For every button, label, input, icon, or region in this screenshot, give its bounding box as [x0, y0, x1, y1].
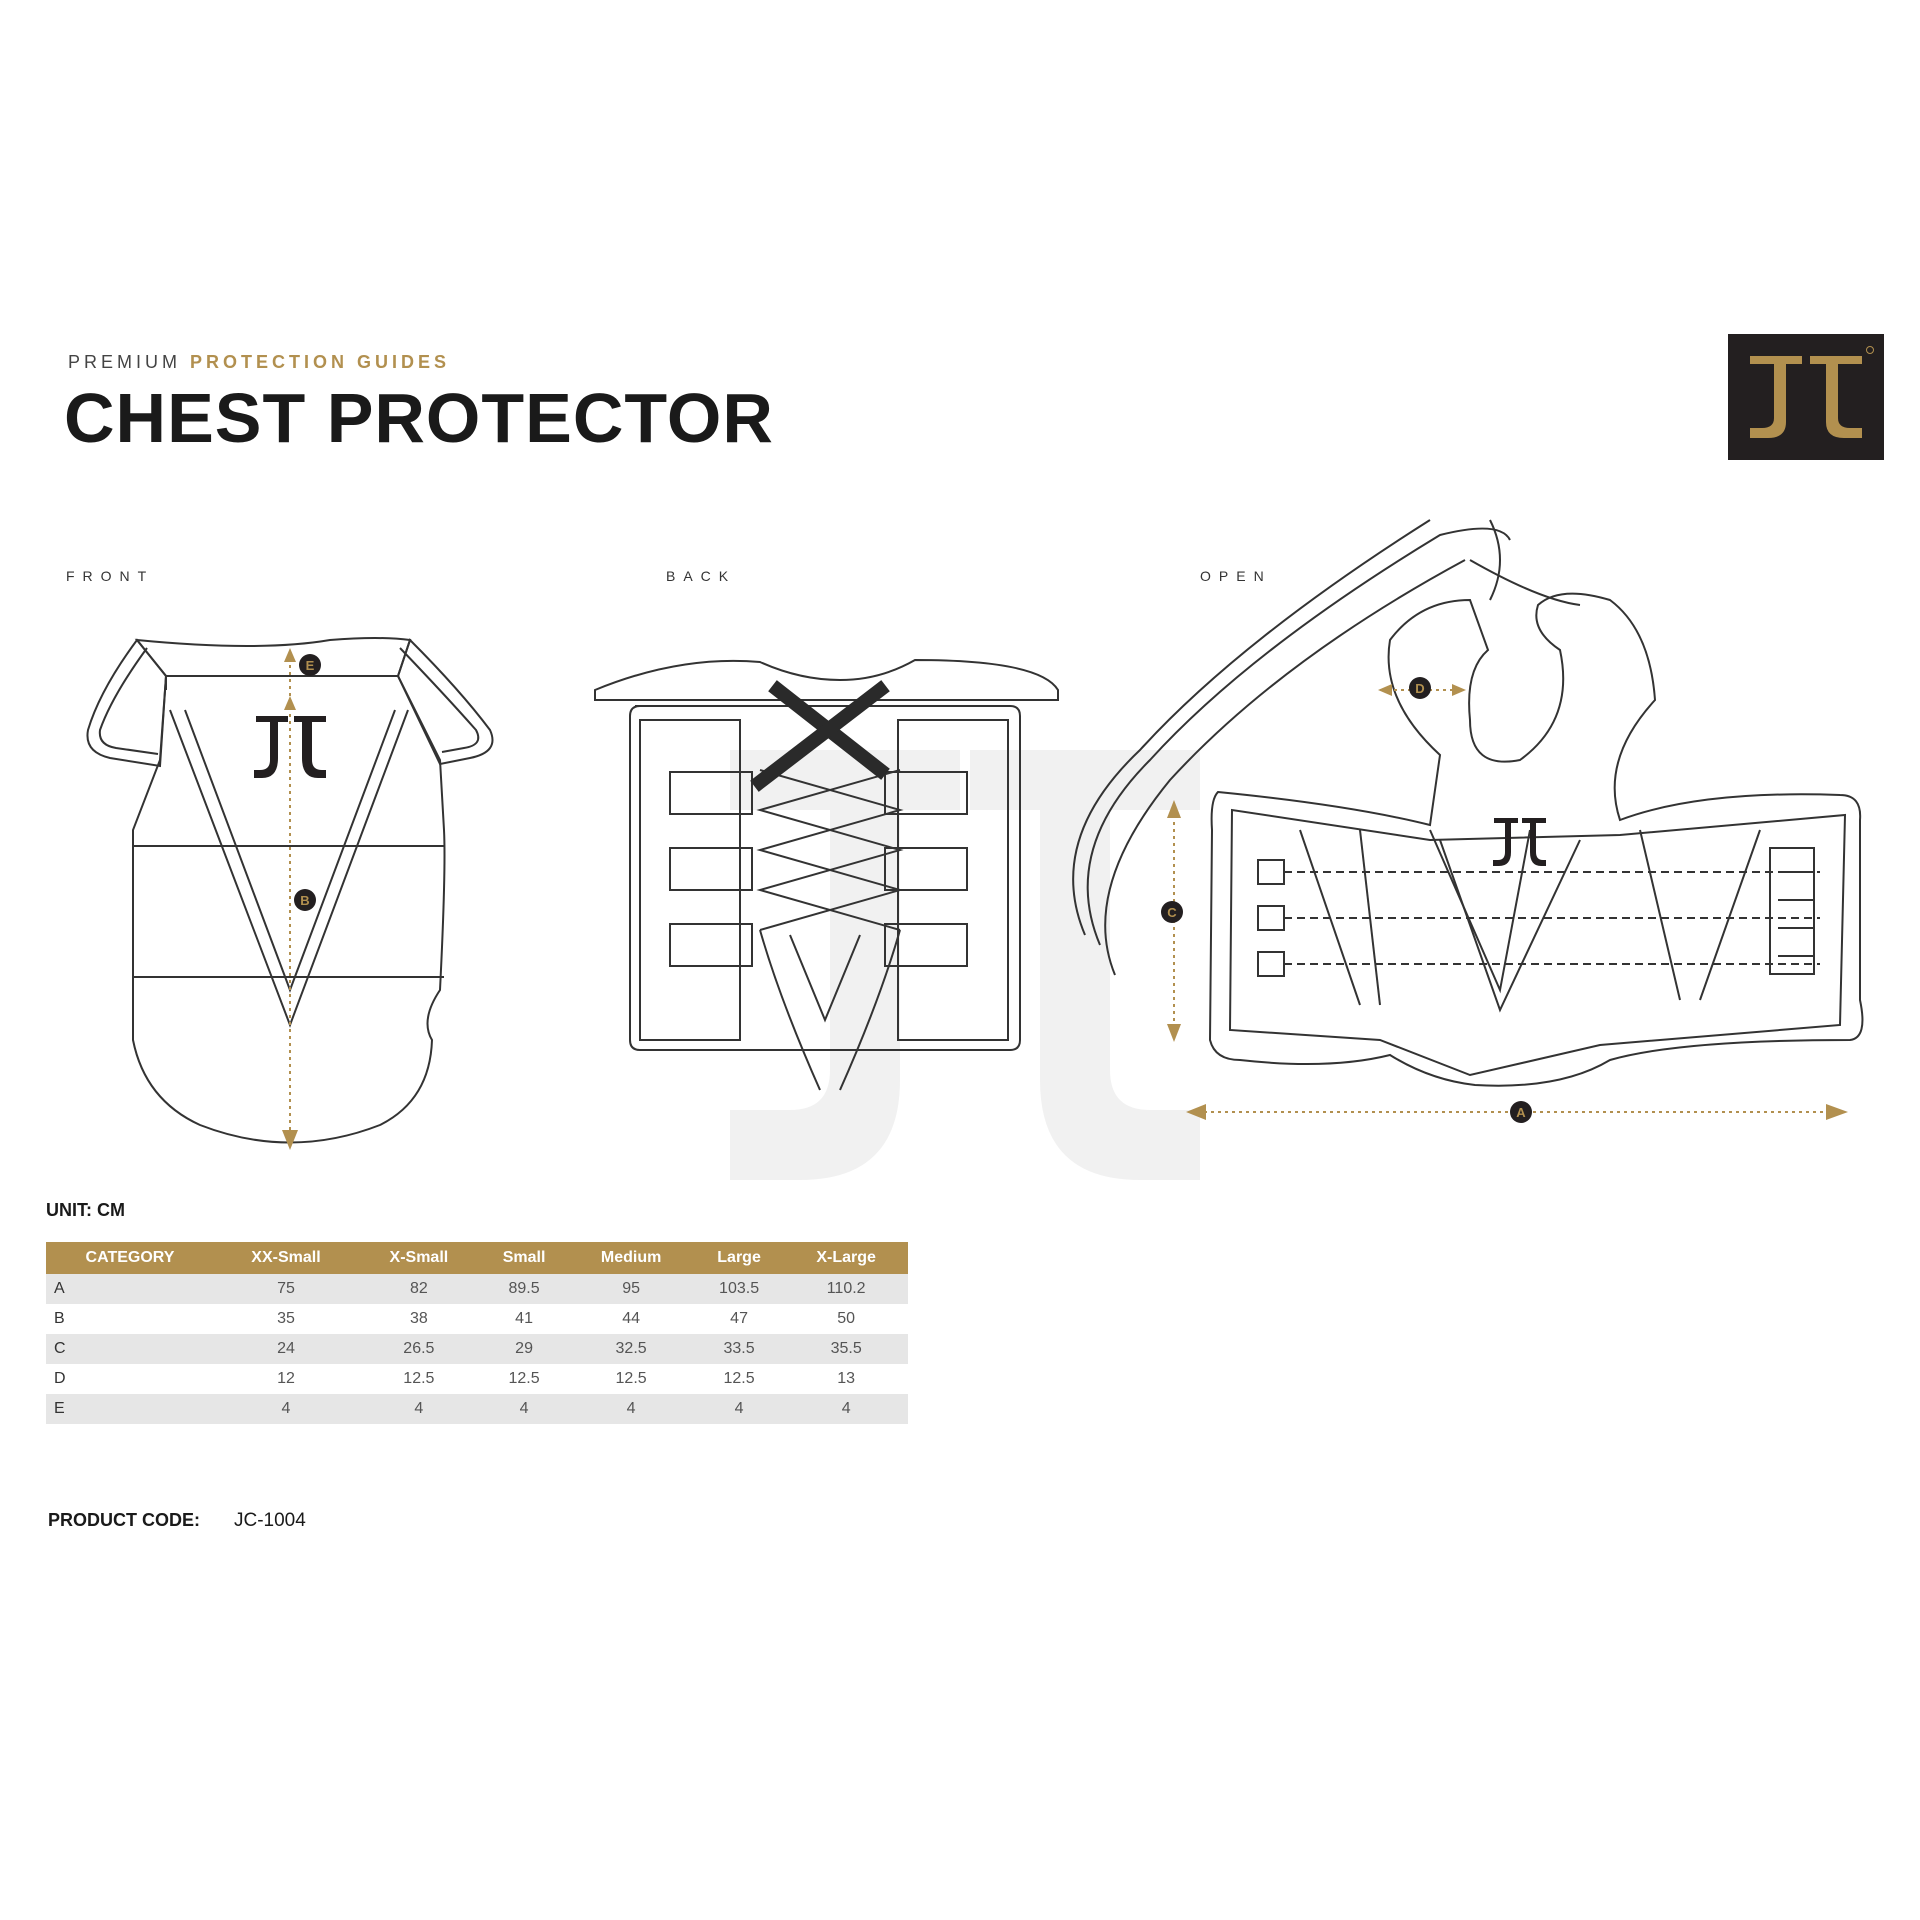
table-header: X-Large	[784, 1242, 908, 1274]
table-cell: 47	[730, 1310, 748, 1327]
table-cell: 35	[277, 1310, 295, 1327]
svg-text:E: E	[306, 658, 315, 673]
table-header: Small	[479, 1242, 569, 1274]
table-header: Large	[693, 1242, 785, 1274]
table-header: Medium	[568, 1242, 694, 1274]
table-cell: 4	[357, 1394, 480, 1424]
view-label-open: OPEN	[1200, 568, 1272, 584]
table-cell: 12.5	[403, 1370, 435, 1387]
table-header: X-Small	[357, 1242, 480, 1274]
marker-d: D	[1409, 677, 1431, 699]
table-cell: E	[46, 1394, 214, 1424]
table-cell: 12.5	[508, 1370, 540, 1387]
table-cell: 75	[214, 1274, 358, 1304]
table-cell: 26.5	[357, 1334, 480, 1364]
table-cell: 38	[409, 1310, 428, 1327]
svg-text:D: D	[1415, 681, 1424, 696]
product-code-value: JC-1004	[234, 1510, 306, 1531]
view-label-back: BACK	[666, 568, 737, 584]
back-straps-dark	[750, 680, 890, 792]
marker-e: E	[299, 654, 321, 676]
svg-text:B: B	[300, 893, 309, 908]
table-cell: 13	[837, 1370, 856, 1387]
table-row: C 24 26.5 29 32.5 33.5 35.5	[46, 1334, 908, 1364]
table-row: A 75 82 89.5 95 103.5 110.2	[46, 1274, 908, 1304]
table-cell: B	[54, 1310, 65, 1327]
measurement-arrowheads	[282, 648, 1848, 1150]
table-cell: D	[54, 1370, 66, 1387]
table-cell: 4	[568, 1394, 694, 1424]
open-jc-mark	[1493, 818, 1546, 866]
table-row: B 35 38 41 44 47 50	[46, 1304, 908, 1334]
subtitle-highlight: PROTECTION GUIDES	[190, 352, 451, 372]
table-cell: 33.5	[693, 1334, 785, 1364]
table-cell: 82	[357, 1274, 480, 1304]
jc-watermark	[730, 750, 1200, 1180]
table-cell: 4	[784, 1394, 908, 1424]
table-cell: 12	[277, 1370, 295, 1387]
table-cell: C	[46, 1334, 214, 1364]
front-jc-mark	[254, 716, 326, 778]
product-code-label: PRODUCT CODE:	[48, 1510, 200, 1530]
marker-b: B	[294, 889, 316, 911]
table-cell: 12.5	[615, 1370, 647, 1387]
table-header: CATEGORY	[46, 1242, 214, 1274]
page-subtitle: PREMIUM PROTECTION GUIDES	[68, 352, 450, 373]
svg-text:A: A	[1516, 1105, 1526, 1120]
table-cell: A	[46, 1274, 214, 1304]
svg-text:C: C	[1167, 905, 1177, 920]
table-cell: 95	[568, 1274, 694, 1304]
table-header: XX-Small	[214, 1242, 358, 1274]
open-view-drawing	[1072, 519, 1864, 1087]
table-row: D 12 12.5 12.5 12.5 12.5 13	[46, 1364, 908, 1394]
table-cell: 110.2	[784, 1274, 908, 1304]
table-cell: 35.5	[784, 1334, 908, 1364]
back-view-drawing	[594, 658, 1059, 1091]
jc-logo	[1728, 334, 1884, 460]
table-cell: 32.5	[568, 1334, 694, 1364]
table-cell: 50	[837, 1310, 856, 1327]
table-row: E 4 4 4 4 4 4	[46, 1394, 908, 1424]
table-cell: 12.5	[723, 1370, 755, 1387]
table-cell: 89.5	[479, 1274, 569, 1304]
jc-logo-icon	[1750, 346, 1874, 438]
unit-label: UNIT: CM	[46, 1200, 125, 1220]
table-cell: 4	[214, 1394, 358, 1424]
table-cell: 4	[693, 1394, 785, 1424]
table-cell: 41	[515, 1310, 533, 1327]
size-table: CATEGORY XX-Small X-Small Small Medium L…	[46, 1242, 908, 1424]
table-cell: 44	[622, 1310, 640, 1327]
marker-c: C	[1161, 901, 1183, 923]
table-cell: 4	[479, 1394, 569, 1424]
marker-a: A	[1510, 1101, 1532, 1123]
table-cell: 24	[214, 1334, 358, 1364]
page-title: CHEST PROTECTOR	[64, 379, 774, 457]
table-header-row: CATEGORY XX-Small X-Small Small Medium L…	[46, 1242, 908, 1274]
table-cell: 103.5	[693, 1274, 785, 1304]
table-cell: 29	[479, 1334, 569, 1364]
subtitle-prefix: PREMIUM	[68, 352, 181, 372]
view-label-front: FRONT	[66, 568, 155, 584]
